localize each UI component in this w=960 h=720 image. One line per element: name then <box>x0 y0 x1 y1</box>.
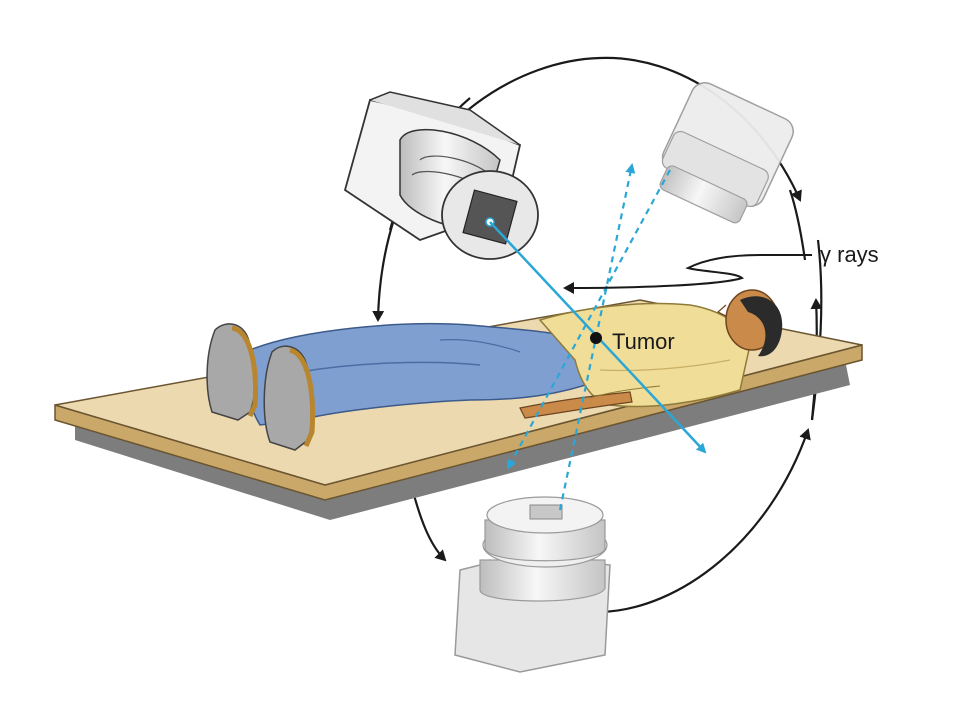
patient-shoes <box>206 323 316 451</box>
radiation-source-faded-icon-bottom <box>454 496 611 673</box>
orbit-arc-bottom-right <box>599 428 811 614</box>
tumor-label: Tumor <box>612 329 675 354</box>
source-aperture <box>462 189 518 245</box>
radiation-source-faded-icon <box>659 82 794 224</box>
orbit-arc-right-upper <box>788 189 807 261</box>
patient <box>206 289 783 451</box>
patient-arm <box>519 391 633 419</box>
tumor-dot <box>590 332 602 344</box>
radiation-source-icon <box>343 91 539 260</box>
gamma-rays-pointer <box>563 254 812 294</box>
gamma-rays-label: γ rays <box>820 242 879 267</box>
beam-dashed-1 <box>507 169 671 470</box>
patient-hair <box>740 296 783 357</box>
